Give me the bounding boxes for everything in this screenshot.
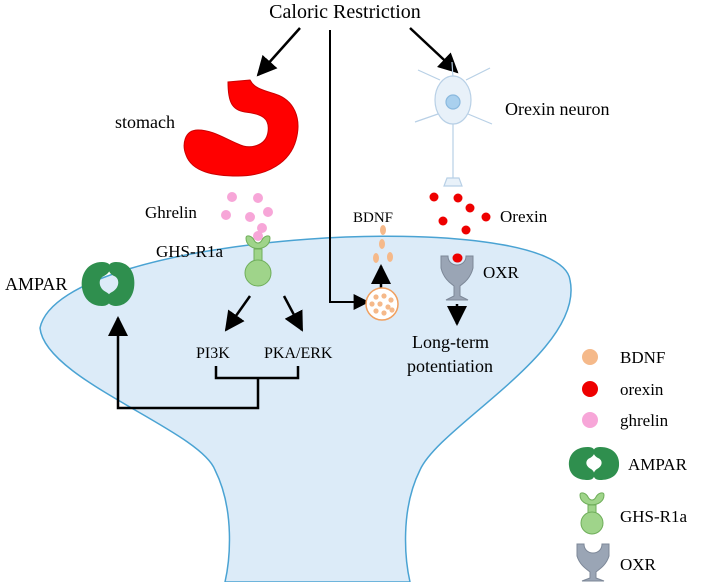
arrow-to-bdnf-vesicle [329,30,370,310]
oxr-receptor-icon [440,255,474,301]
arrow-to-stomach [256,27,301,77]
legend-ghrelin-icon [582,412,598,428]
label-stomach: stomach [115,112,175,132]
legend-bdnf-icon [582,349,598,365]
legend-oxr-label: OXR [620,555,657,574]
arrow-to-orexin-neuron [409,27,459,74]
label-ghs-r1a: GHS-R1a [156,242,224,261]
arrow-to-ampar [108,316,260,410]
legend-orexin-icon [582,381,598,397]
label-pi3k: PI3K [196,345,230,362]
ghs-r1a-receptor-icon [244,235,272,287]
legend-orexin-label: orexin [620,380,664,399]
legend-ghrelin-label: ghrelin [620,411,669,430]
legend: BDNF orexin ghrelin AMPAR GHS-R1a OXR [568,348,688,582]
label-ampar: AMPAR [5,274,67,294]
legend-ampar-icon [568,447,620,480]
legend-ghs-r1a-label: GHS-R1a [620,507,688,526]
label-bdnf: BDNF [353,210,393,226]
arrow-to-pka-erk [282,295,304,332]
label-pka-erk: PKA/ERK [264,345,333,362]
label-ltp-line1: Long-term [412,332,489,352]
ghrelin-molecules [221,192,273,241]
orexin-neuron-icon [414,61,493,187]
label-orexin-neuron: Orexin neuron [505,99,609,119]
label-ghrelin: Ghrelin [145,203,197,222]
postsynaptic-cell [39,235,572,582]
label-oxr: OXR [483,263,520,282]
legend-bdnf-label: BDNF [620,348,665,367]
title-caloric-restriction: Caloric Restriction [269,1,421,23]
ampar-receptor-icon [81,262,135,306]
orexin-bound [452,253,462,263]
arrow-to-pi3k [224,295,252,332]
label-orexin: Orexin [500,207,548,226]
legend-oxr-icon [576,543,610,582]
bdnf-vesicle [365,287,399,321]
stomach-icon [183,79,299,177]
bdnf-molecules [373,225,393,263]
legend-ghs-r1a-icon [579,492,605,535]
label-ltp-line2: potentiation [407,356,493,376]
legend-ampar-label: AMPAR [628,455,688,474]
